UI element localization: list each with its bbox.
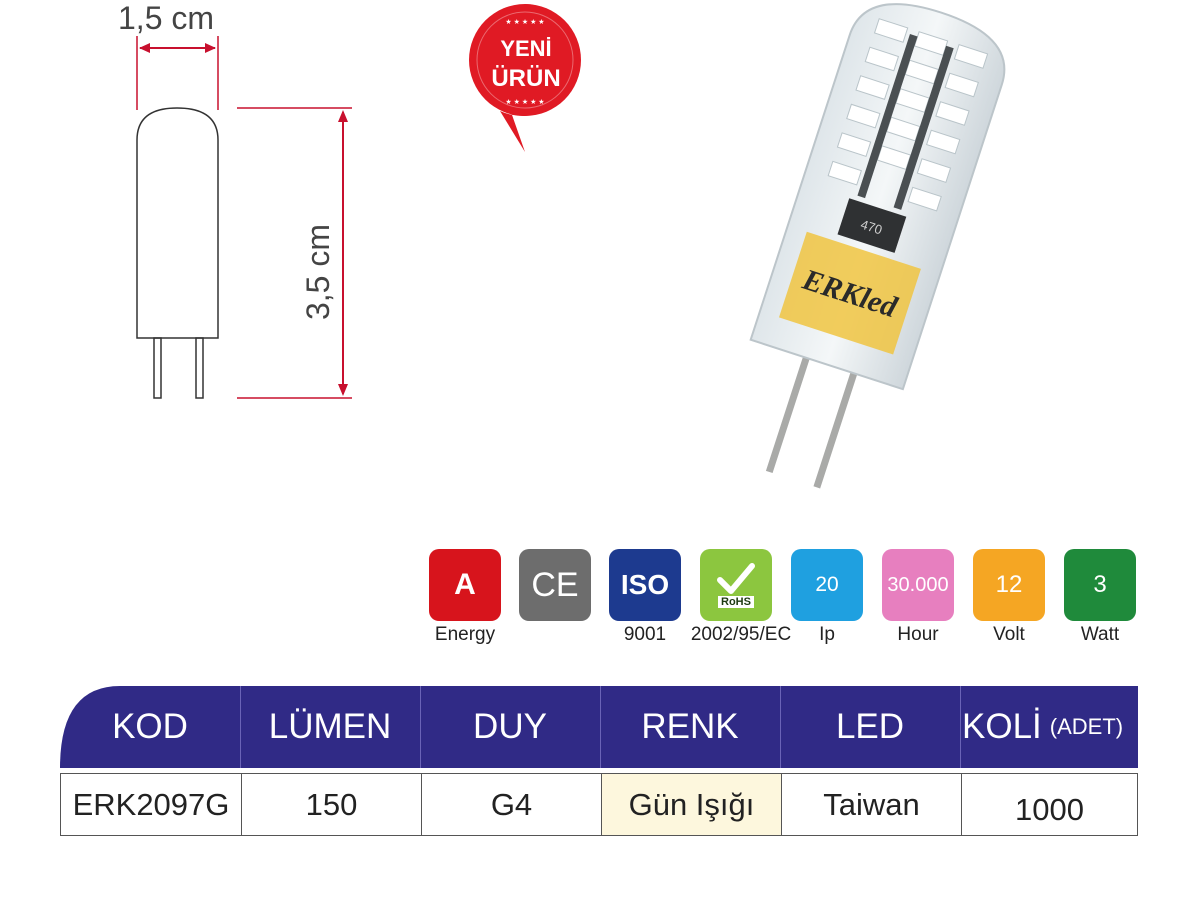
technical-drawing xyxy=(136,36,352,399)
pin-right xyxy=(813,353,864,489)
hour-caption: Hour xyxy=(897,624,939,645)
bulb-outline xyxy=(136,107,219,339)
chip-label: 470 xyxy=(859,217,884,238)
iso-icon: ISO xyxy=(609,549,681,621)
table-header-bar xyxy=(60,686,1138,768)
hour-icon: 30.000 xyxy=(882,549,954,621)
energy-class-icon: A xyxy=(429,549,501,621)
volt-icon: 12 xyxy=(973,549,1045,621)
cell-led: Taiwan xyxy=(781,773,962,836)
dim-width-arrow-right xyxy=(205,43,216,53)
pin-left xyxy=(765,337,816,474)
cell-duy: G4 xyxy=(421,773,602,836)
ip-caption: Ip xyxy=(819,624,835,645)
header-koli-suffix: (ADET) xyxy=(1049,714,1124,739)
cell-kod: ERK2097G xyxy=(60,773,242,836)
header-koli: KOLİ (ADET) xyxy=(962,686,1138,768)
iso-caption: 9001 xyxy=(623,624,667,645)
cell-renk: Gün Işığı xyxy=(601,773,782,836)
ce-icon: CE xyxy=(519,549,591,621)
header-kod: KOD xyxy=(112,707,188,746)
new-product-badge: ★ ★ ★ ★ ★ ★ ★ ★ ★ ★ YENİ ÜRÜN xyxy=(469,4,581,152)
badge-line2: ÜRÜN xyxy=(491,65,560,92)
svg-text:★ ★ ★ ★ ★: ★ ★ ★ ★ ★ xyxy=(505,98,544,106)
badge-line1: YENİ xyxy=(500,36,551,61)
volt-caption: Volt xyxy=(993,624,1025,645)
cell-lumen: 150 xyxy=(241,773,422,836)
resistor-chip xyxy=(837,198,907,253)
pcb-base xyxy=(778,231,921,355)
dim-height-arrow-top xyxy=(338,110,348,122)
svg-text:★ ★ ★ ★ ★: ★ ★ ★ ★ ★ xyxy=(505,18,544,26)
energy-caption: Energy xyxy=(434,624,496,645)
header-duy: DUY xyxy=(473,707,547,746)
rohs-icon: RoHS xyxy=(700,549,772,621)
header-lumen: LÜMEN xyxy=(268,707,392,746)
bulb-pin-right xyxy=(195,337,204,399)
watt-caption: Watt xyxy=(1080,624,1120,645)
header-renk: RENK xyxy=(641,707,739,746)
ip-icon: 20 xyxy=(791,549,863,621)
dimension-height-label: 3,5 cm xyxy=(300,223,336,320)
product-photo: 470 ERKled xyxy=(749,3,1006,489)
watt-icon: 3 xyxy=(1064,549,1136,621)
header-koli-label: KOLİ xyxy=(962,707,1042,746)
dimension-width-label: 1,5 cm xyxy=(118,0,215,36)
header-led: LED xyxy=(835,707,905,746)
cell-koli: 1000 xyxy=(961,773,1138,836)
rohs-caption: 2002/95/EC xyxy=(690,624,792,645)
dim-width-arrow-left xyxy=(139,43,150,53)
dim-height-arrow-bottom xyxy=(338,384,348,396)
check-icon xyxy=(717,563,755,594)
bulb-pin-left xyxy=(153,337,162,399)
